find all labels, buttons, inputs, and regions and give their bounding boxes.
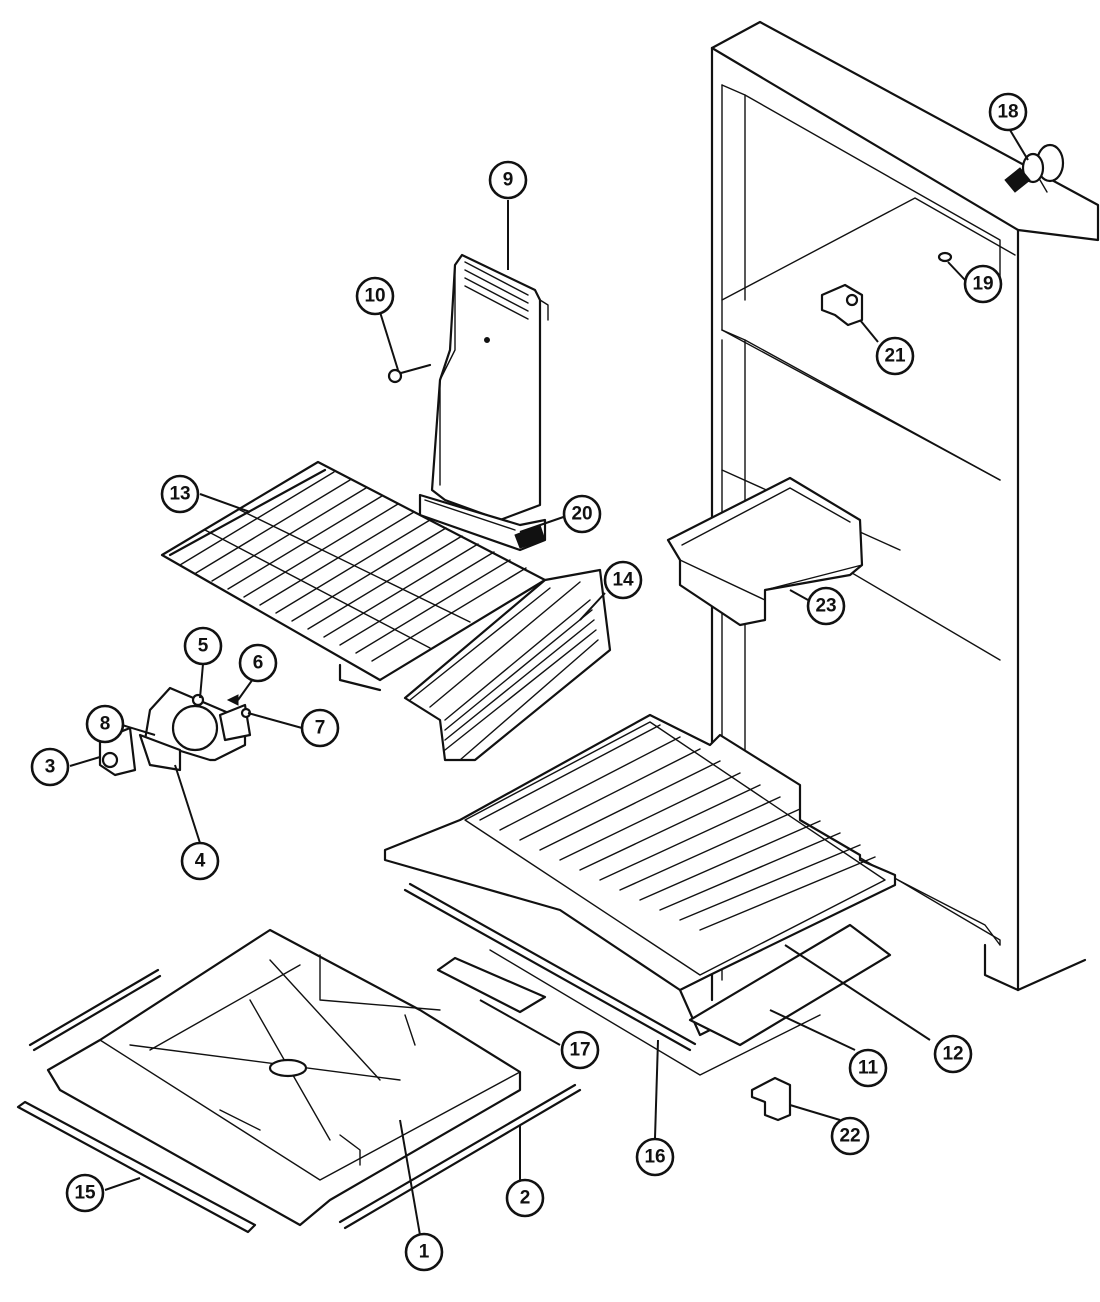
callout-2: 2 bbox=[505, 1178, 545, 1218]
callout-5: 5 bbox=[183, 626, 223, 666]
callout-3: 3 bbox=[30, 747, 70, 787]
part-22-hinge-clip bbox=[750, 1076, 792, 1122]
callout-22: 22 bbox=[830, 1116, 870, 1156]
part-13-wire-shelf bbox=[160, 460, 547, 692]
callout-23-label: 23 bbox=[815, 596, 836, 617]
callout-7: 7 bbox=[300, 708, 340, 748]
callout-1: 1 bbox=[404, 1232, 444, 1272]
callout-3-label: 3 bbox=[45, 757, 56, 778]
callout-6-label: 6 bbox=[253, 653, 264, 674]
callout-11: 11 bbox=[848, 1048, 888, 1088]
callout-22-label: 22 bbox=[839, 1126, 860, 1147]
part-21-bracket bbox=[820, 283, 864, 327]
callout-7-label: 7 bbox=[315, 718, 326, 739]
part-10-screw bbox=[387, 363, 432, 384]
callout-20-label: 20 bbox=[571, 504, 592, 525]
callout-4-label: 4 bbox=[195, 851, 206, 872]
callout-10-label: 10 bbox=[364, 286, 385, 307]
callout-12-label: 12 bbox=[942, 1044, 963, 1065]
callout-15: 15 bbox=[65, 1173, 105, 1213]
callout-9-label: 9 bbox=[503, 170, 514, 191]
part-12-meat-pan-cover bbox=[383, 713, 897, 1037]
part-23-dairy-bin bbox=[666, 476, 864, 627]
part-2-side-rail bbox=[338, 1083, 582, 1230]
part-18-light-socket bbox=[1004, 143, 1065, 193]
part-15-front-rail bbox=[16, 1100, 257, 1234]
callout-14-label: 14 bbox=[612, 570, 634, 591]
part-19-plug-button bbox=[937, 251, 953, 263]
callout-19-label: 19 bbox=[972, 274, 993, 295]
callout-12: 12 bbox=[933, 1034, 973, 1074]
part-17-cover-plate bbox=[436, 956, 547, 1014]
callout-19: 19 bbox=[963, 264, 1003, 304]
part-14-crisper-cover bbox=[403, 568, 612, 762]
callout-18: 18 bbox=[988, 92, 1028, 132]
callout-17-label: 17 bbox=[569, 1040, 590, 1061]
part-9-air-duct-cover bbox=[418, 253, 549, 552]
callout-15-label: 15 bbox=[74, 1183, 96, 1204]
part-16-trim-strip bbox=[403, 882, 697, 1052]
part-11-insulation-pad bbox=[489, 923, 892, 1076]
callout-21-label: 21 bbox=[884, 346, 906, 367]
callout-16-label: 16 bbox=[644, 1147, 665, 1168]
callout-4: 4 bbox=[180, 841, 220, 881]
callout-8-label: 8 bbox=[100, 714, 111, 735]
callout-11-label: 11 bbox=[858, 1058, 879, 1079]
callout-16: 16 bbox=[635, 1137, 675, 1177]
callout-20: 20 bbox=[562, 494, 602, 534]
callout-21: 21 bbox=[875, 336, 915, 376]
callout-2-label: 2 bbox=[520, 1188, 531, 1209]
callout-5-label: 5 bbox=[198, 636, 209, 657]
callout-18-label: 18 bbox=[997, 102, 1018, 123]
callout-1-label: 1 bbox=[419, 1242, 430, 1263]
callout-14: 14 bbox=[603, 560, 643, 600]
callout-13: 13 bbox=[160, 474, 200, 514]
callout-23: 23 bbox=[806, 586, 846, 626]
part-1-drain-tray bbox=[46, 928, 522, 1227]
callout-10: 10 bbox=[355, 276, 395, 316]
callout-9: 9 bbox=[488, 160, 528, 200]
left-rail bbox=[28, 968, 162, 1052]
leader-lines bbox=[69, 129, 1029, 1236]
callout-8: 8 bbox=[85, 704, 125, 744]
callout-17: 17 bbox=[560, 1030, 600, 1070]
callout-6: 6 bbox=[238, 643, 278, 683]
callout-13-label: 13 bbox=[169, 484, 190, 505]
